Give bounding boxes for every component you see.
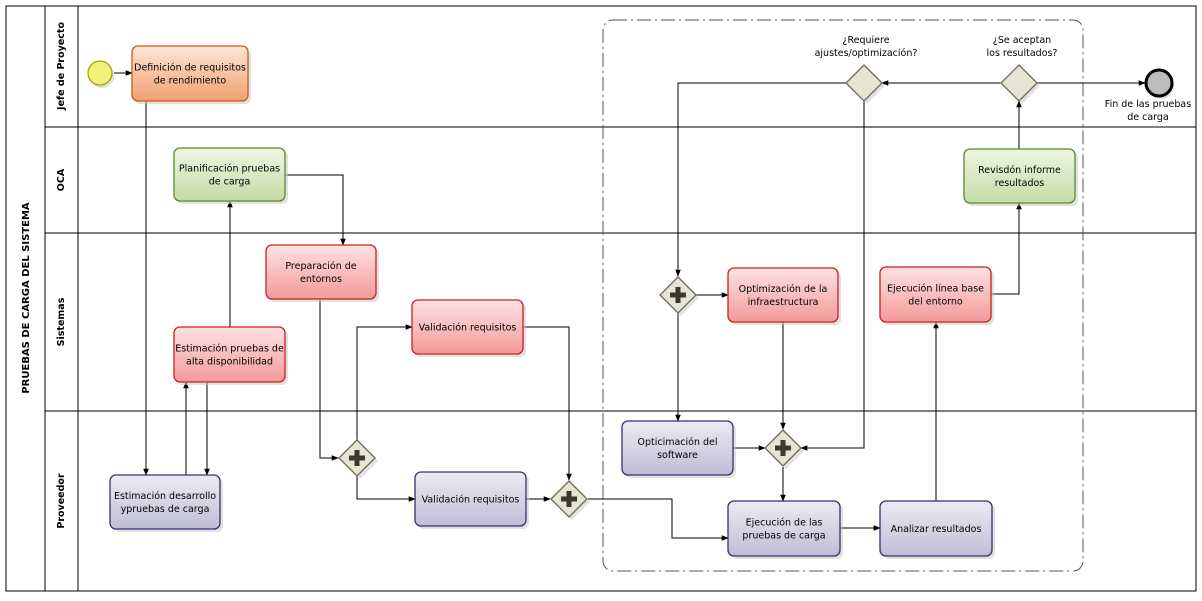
flow-gateway-to-validacion-sistemas bbox=[356, 324, 413, 440]
task-label: Preparación de bbox=[285, 261, 356, 272]
gateway-g-aceptan: ¿Se aceptan los resultados? bbox=[987, 35, 1058, 104]
task-t-ejec-pc: Ejecución de las pruebas de carga bbox=[727, 500, 843, 559]
task-t-val-prov: Validación requisitos bbox=[414, 471, 529, 529]
flow-validacion-sistemas-to-join bbox=[523, 326, 572, 481]
task-box bbox=[131, 45, 249, 102]
end-event-circle bbox=[1144, 68, 1174, 98]
end-event-label: Fin de las pruebas bbox=[1105, 99, 1191, 110]
plus-icon bbox=[775, 440, 791, 456]
task-box bbox=[414, 471, 527, 527]
task-t-ejec-base: Ejecución línea base del entorno bbox=[879, 266, 994, 325]
task-t-opt-inf: Optimización de la infraestructura bbox=[727, 267, 841, 325]
task-label: entornos bbox=[300, 274, 342, 285]
task-box bbox=[879, 266, 992, 323]
task-t-def: Definición de requisitos de rendimiento bbox=[131, 45, 251, 104]
task-t-opt-sw: Opticimación del software bbox=[621, 420, 736, 478]
flow-ejecucion-base-to-revision bbox=[991, 202, 1022, 295]
task-label: Optimización de la bbox=[739, 284, 828, 295]
task-label: Analizar resultados bbox=[891, 524, 982, 535]
plus-icon bbox=[349, 450, 365, 466]
task-label: software bbox=[657, 450, 698, 461]
task-t-rev: Revisdón informe resultados bbox=[963, 148, 1078, 206]
gateway-g-par-prov3 bbox=[764, 429, 804, 469]
task-label: ypruebas de carga bbox=[121, 504, 210, 515]
task-label: infraestructura bbox=[748, 297, 819, 308]
task-label: de carga bbox=[209, 177, 251, 188]
task-box bbox=[879, 500, 993, 557]
task-label: Estimación pruebas de bbox=[175, 344, 284, 355]
gateway-diamond bbox=[1000, 64, 1038, 102]
flow-join-to-ejecucion-pruebas bbox=[588, 498, 729, 541]
flow-planificacion-to-preparacion bbox=[285, 174, 346, 246]
task-label: del entorno bbox=[908, 297, 963, 308]
end-event: Fin de las pruebas de carga bbox=[1105, 68, 1191, 123]
group-border bbox=[602, 19, 1084, 572]
gateway-diamond bbox=[845, 64, 883, 102]
gateway-g-par-sis bbox=[659, 276, 699, 316]
task-label: Ejecución línea base bbox=[887, 284, 984, 295]
flow-ajustes-to-join-proveedor bbox=[800, 101, 865, 451]
task-box bbox=[109, 474, 221, 530]
task-box bbox=[727, 267, 839, 323]
lane-label-oca: OCA bbox=[56, 168, 67, 191]
task-label: Definición de requisitos bbox=[134, 63, 246, 74]
flow-gateway-to-validacion-proveedor bbox=[356, 476, 416, 502]
pool-title: PRUEBAS DE CARGA DEL SISTEMA bbox=[21, 202, 32, 394]
gateway-g-ajustes: ¿Requiere ajustes/optimización? bbox=[815, 35, 918, 104]
task-t-prep: Preparación de entornos bbox=[265, 244, 379, 302]
task-label: Opticimación del bbox=[637, 437, 717, 448]
task-t-anal: Analizar resultados bbox=[879, 500, 995, 559]
lane-label-jefe: Jefe de Proyecto bbox=[56, 22, 67, 111]
plus-icon bbox=[561, 491, 577, 507]
start-event bbox=[87, 60, 114, 88]
task-label: pruebas de carga bbox=[742, 531, 825, 542]
task-box bbox=[265, 244, 377, 300]
plus-icon bbox=[670, 287, 686, 303]
start-event-circle bbox=[87, 60, 113, 86]
task-t-est-des: Estimación desarrollo ypruebas de carga bbox=[109, 474, 223, 532]
task-t-est-alta: Estimación pruebas de alta disponibilidad bbox=[173, 326, 288, 385]
task-label: resultados bbox=[995, 178, 1045, 189]
gateway-label: ¿Se aceptan bbox=[993, 35, 1051, 46]
gateway-label: ajustes/optimización? bbox=[815, 48, 918, 59]
task-label: Validación requisitos bbox=[422, 495, 520, 506]
nodes: Definición de requisitos de rendimientoPl… bbox=[87, 35, 1191, 559]
gateway-g-par-prov2 bbox=[550, 480, 590, 520]
task-box bbox=[411, 299, 524, 355]
task-box bbox=[173, 326, 286, 383]
task-label: alta disponibilidad bbox=[186, 357, 273, 368]
task-box bbox=[173, 147, 286, 202]
gateway-label: ¿Requiere bbox=[842, 35, 889, 46]
lanes: Jefe de Proyecto OCA Sistemas Proveedor bbox=[45, 22, 1196, 529]
task-label: Planificación pruebas bbox=[179, 164, 280, 175]
task-t-plan: Planificación pruebas de carga bbox=[173, 147, 288, 204]
task-box bbox=[963, 148, 1076, 204]
task-label: Ejecución de las bbox=[746, 518, 823, 529]
sequence-flows bbox=[114, 70, 1146, 541]
flow-ajustes-to-parallel-sistemas bbox=[675, 82, 846, 277]
flow-preparacion-to-gateway bbox=[319, 299, 339, 461]
lane-label-sistemas: Sistemas bbox=[56, 297, 67, 346]
task-t-val-sis: Validación requisitos bbox=[411, 299, 526, 357]
task-label: Estimación desarrollo bbox=[114, 491, 216, 502]
gateway-g-par-prov1 bbox=[338, 439, 378, 479]
gateway-label: los resultados? bbox=[987, 48, 1058, 59]
task-label: Validación requisitos bbox=[419, 323, 517, 334]
task-box bbox=[621, 420, 734, 476]
lane-label-proveedor: Proveedor bbox=[56, 473, 67, 529]
end-event-label: de carga bbox=[1127, 112, 1169, 123]
task-box bbox=[727, 500, 841, 557]
task-label: Revisdón informe bbox=[978, 165, 1061, 176]
task-label: de rendimiento bbox=[154, 76, 227, 87]
